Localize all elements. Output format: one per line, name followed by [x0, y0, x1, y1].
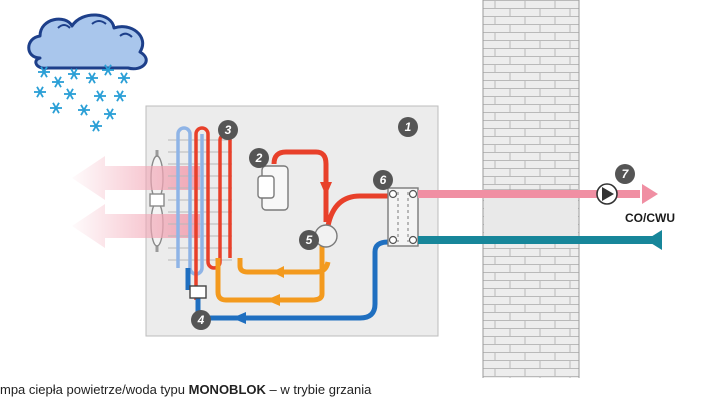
caption-emphasis: MONOBLOK	[188, 382, 266, 397]
outlet-label: CO/CWU	[625, 211, 675, 225]
four-way-valve	[314, 224, 338, 248]
snowflake-icon	[50, 102, 62, 114]
caption-prefix: mpa ciepła powietrze/woda typu	[0, 382, 189, 397]
high-pressure-liquid-arrow	[266, 294, 280, 306]
plate-heat-exchanger	[387, 187, 419, 247]
number-badge-expansion-valve: 4	[191, 310, 211, 330]
low-pressure-arrow	[232, 312, 246, 324]
snowflake-icon	[86, 72, 98, 84]
brick-wall	[482, 0, 580, 378]
svg-text:7: 7	[622, 167, 630, 181]
snowflake-icon	[78, 104, 90, 116]
expansion-valve	[189, 285, 207, 299]
caption-suffix: – w trybie grzania	[265, 382, 372, 397]
supply-water-line	[418, 184, 658, 204]
svg-text:2: 2	[255, 151, 263, 165]
svg-text:1: 1	[405, 120, 412, 134]
snowflake-icon	[102, 64, 114, 76]
snowflake-icon	[52, 76, 64, 88]
number-badge-unit: 1	[398, 117, 418, 137]
svg-text:6: 6	[380, 173, 387, 187]
number-badge-circulation-pump: 7	[615, 164, 635, 184]
snowflakes	[34, 64, 130, 132]
snowflake-icon	[68, 68, 80, 80]
snowflake-icon	[118, 72, 130, 84]
svg-text:5: 5	[306, 233, 313, 247]
snowflake-icon	[104, 108, 116, 120]
compressor	[257, 165, 289, 211]
number-badge-four-way-valve: 5	[299, 230, 319, 250]
air-flow-arrows	[72, 156, 200, 248]
snow-cloud-icon	[27, 13, 148, 71]
hot-gas-line	[271, 149, 392, 227]
number-badge-plate-heat-exchanger: 6	[373, 170, 393, 190]
snowflake-icon	[114, 90, 126, 102]
svg-text:4: 4	[197, 313, 205, 327]
number-badge-evaporator: 3	[218, 120, 238, 140]
number-badge-compressor: 2	[249, 148, 269, 168]
snowflake-icon	[38, 66, 50, 78]
high-pressure-liquid-arrow-2	[272, 266, 284, 278]
snowflake-icon	[34, 86, 46, 98]
hot-gas-arrow	[320, 182, 332, 196]
svg-text:3: 3	[225, 123, 232, 137]
snowflake-icon	[64, 88, 76, 100]
return-water-line	[418, 230, 662, 250]
snowflake-icon	[94, 90, 106, 102]
circulation-pump	[596, 183, 618, 205]
snowflake-icon	[90, 120, 102, 132]
figure-caption: mpa ciepła powietrze/woda typu MONOBLOK …	[0, 382, 371, 397]
